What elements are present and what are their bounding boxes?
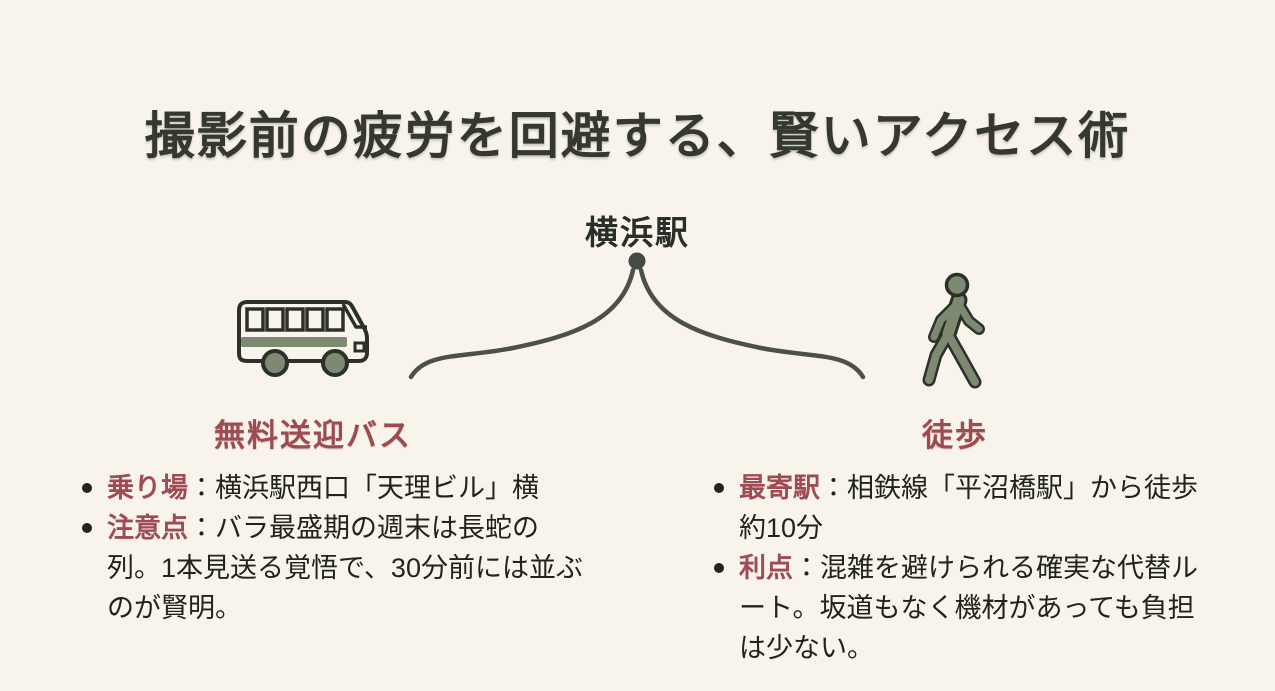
branch-curve-left xyxy=(408,267,636,380)
item-text: ：横浜駅西口「天理ビル」横 xyxy=(188,473,539,503)
branch-curve-right xyxy=(638,267,866,380)
item-text: ：相鉄線「平沼橋駅」から徒歩約10分 xyxy=(739,473,1198,543)
walking-person-icon xyxy=(915,270,995,396)
item-term: 最寄駅 xyxy=(739,473,820,503)
bus-details-list: 乗り場：横浜駅西口「天理ビル」横 注意点：バラ最盛期の週末は長蛇の列。1本見送る… xyxy=(80,468,585,628)
item-term: 注意点 xyxy=(107,513,188,543)
bus-wheel-rear xyxy=(261,349,289,377)
list-item: 利点：混雑を避けられる確実な代替ルート。坂道もなく機材があっても負担は少ない。 xyxy=(712,548,1217,668)
item-term: 乗り場 xyxy=(107,473,188,503)
station-label: 横浜駅 xyxy=(585,214,690,251)
station-dot xyxy=(628,252,646,270)
list-item: 注意点：バラ最盛期の週末は長蛇の列。1本見送る覚悟で、30分前には並ぶのが賢明。 xyxy=(80,508,585,628)
branch-heading-bus: 無料送迎バス xyxy=(214,418,412,453)
item-term: 利点 xyxy=(739,553,793,583)
branch-heading-walk: 徒歩 xyxy=(922,418,988,453)
bus-stripe xyxy=(241,337,347,347)
list-item: 乗り場：横浜駅西口「天理ビル」横 xyxy=(80,468,585,508)
list-item: 最寄駅：相鉄線「平沼橋駅」から徒歩約10分 xyxy=(712,468,1217,548)
item-text: ：混雑を避けられる確実な代替ルート。坂道もなく機材があっても負担は少ない。 xyxy=(739,553,1198,663)
item-text: ：バラ最盛期の週末は長蛇の列。1本見送る覚悟で、30分前には並ぶのが賢明。 xyxy=(107,513,583,623)
bus-icon xyxy=(231,293,383,381)
bus-wheel-front xyxy=(321,349,349,377)
page-title: 撮影前の疲労を回避する、賢いアクセス術 xyxy=(144,107,1131,164)
walk-details-list: 最寄駅：相鉄線「平沼橋駅」から徒歩約10分 利点：混雑を避けられる確実な代替ルー… xyxy=(712,468,1217,668)
